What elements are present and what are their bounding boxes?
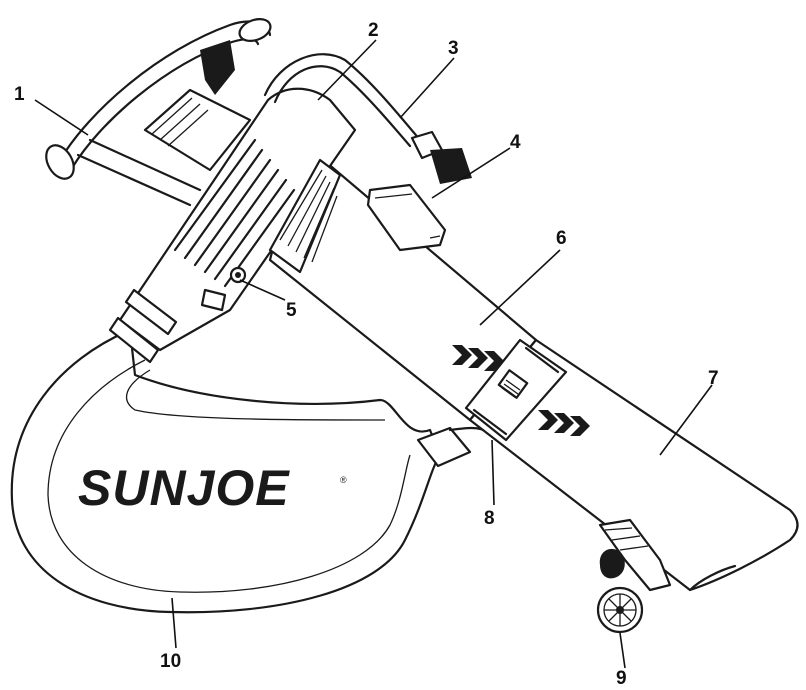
callout-labels: 1 2 3 4 5 6 7 8 9 10 (14, 20, 719, 689)
leader-2 (317, 39, 377, 101)
handle (45, 18, 272, 207)
direction-arrows-lower (538, 410, 590, 436)
callout-3: 3 (448, 38, 459, 59)
leader-1 (34, 99, 89, 136)
motor-housing (108, 87, 357, 364)
leader-4 (431, 147, 511, 199)
leader-9 (619, 632, 626, 669)
callout-1: 1 (14, 84, 25, 105)
leader-10 (171, 597, 177, 649)
leader-8 (491, 439, 495, 506)
leader-5 (239, 279, 286, 301)
callout-9: 9 (616, 668, 627, 689)
brand-registered-mark: ® (340, 475, 347, 485)
leader-7 (659, 384, 713, 456)
power-cord (263, 53, 472, 184)
callout-8: 8 (484, 508, 495, 529)
leader-3 (399, 57, 455, 119)
callout-10: 10 (160, 651, 181, 672)
brand-logo: SUNJOE (78, 460, 290, 516)
vacuum-tube (268, 138, 799, 592)
collection-bag: SUNJOE ® (10, 328, 442, 614)
wheel-assembly (596, 518, 672, 634)
leader-lines (34, 39, 713, 669)
callout-4: 4 (510, 132, 521, 153)
callout-5: 5 (286, 300, 297, 321)
leader-6 (479, 249, 561, 326)
callout-6: 6 (556, 228, 567, 249)
cord-retainer (366, 183, 447, 252)
callout-2: 2 (368, 20, 379, 41)
bag-connector (416, 426, 490, 468)
callout-7: 7 (708, 368, 719, 389)
direction-arrows-upper (452, 345, 504, 371)
